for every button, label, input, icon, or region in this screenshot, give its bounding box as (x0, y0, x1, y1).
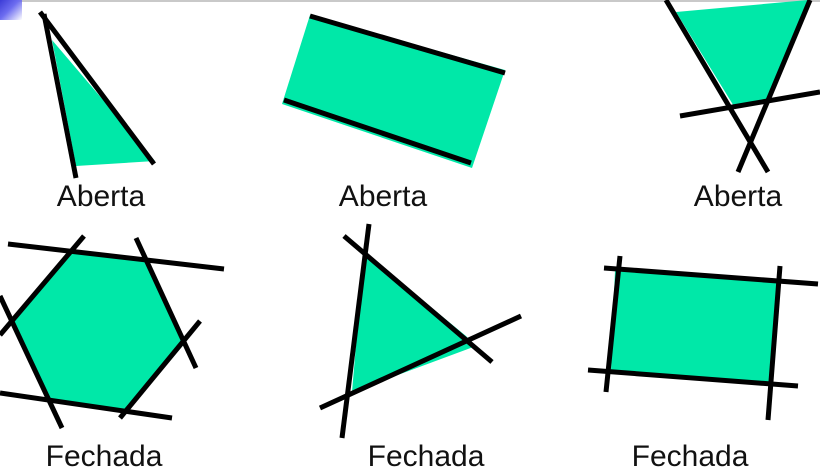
region-fill (282, 15, 505, 168)
boundary-line (0, 390, 173, 421)
boundary-line (38, 10, 156, 166)
region-fill (10, 252, 186, 410)
boundary-line (603, 265, 819, 287)
boundary-line (339, 223, 372, 439)
figure-label-3: Aberta (693, 180, 783, 213)
boundary-line (679, 89, 820, 119)
top-rule (0, 0, 820, 2)
boundary-line (41, 13, 79, 179)
boundary-line (309, 13, 506, 76)
figure-open-wedge (38, 10, 156, 179)
region-fill (352, 252, 476, 392)
boundary-line (7, 241, 225, 272)
figure-closed-triangle (318, 223, 523, 439)
region-fill (611, 270, 778, 384)
corner-accent (0, 0, 22, 20)
boundary-line (765, 265, 783, 421)
figure-label-4: Fechada (45, 440, 163, 473)
boundary-line (0, 294, 65, 430)
figure-label-2: Aberta (338, 180, 428, 213)
figure-open-strip (282, 13, 506, 168)
figure-open-funnel (663, 0, 820, 174)
boundary-line (283, 97, 472, 166)
figure-closed-hexagon (0, 234, 225, 430)
boundary-line (735, 0, 813, 173)
boundary-line (318, 313, 523, 411)
figure-label-5: Fechada (367, 440, 485, 473)
boundary-line (118, 319, 202, 420)
boundary-line (603, 255, 623, 393)
boundary-line (0, 234, 86, 337)
figure-closed-quadrilateral (587, 255, 819, 421)
figure-label-1: Aberta (56, 180, 146, 213)
boundary-line (587, 367, 799, 389)
figure-label-6: Fechada (631, 440, 749, 473)
boundary-line (133, 236, 199, 370)
